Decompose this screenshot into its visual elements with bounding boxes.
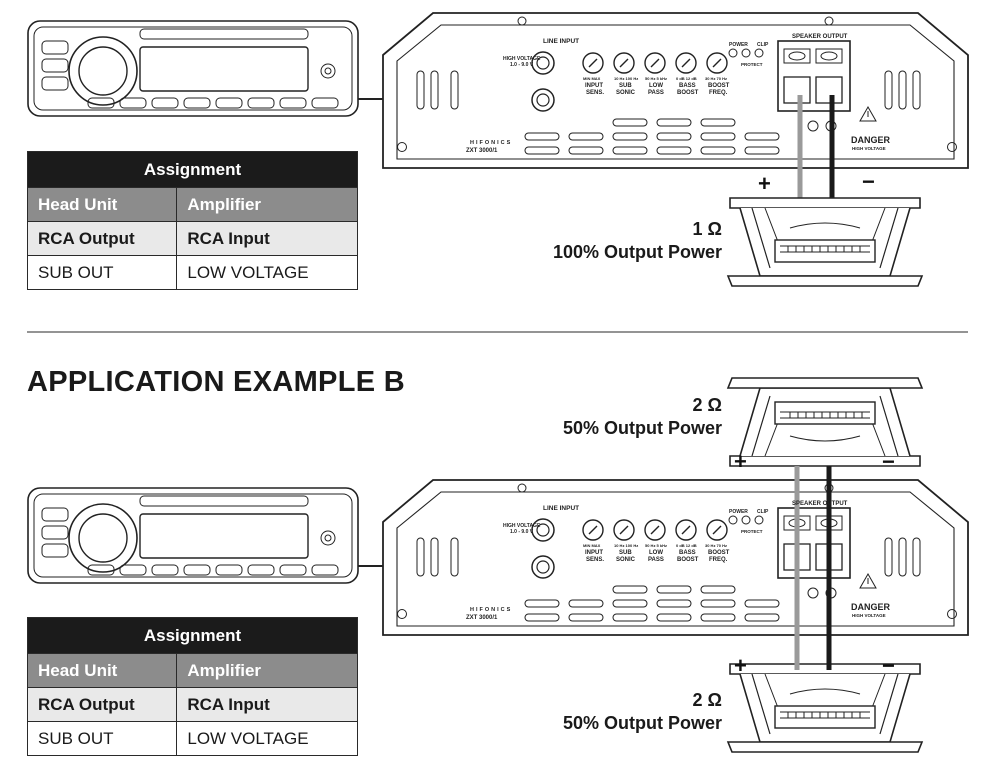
model-label: ZXT 3000/1 (466, 615, 498, 621)
line-input-label: LINE INPUT (543, 505, 579, 512)
minus-sign: − (862, 169, 875, 194)
danger-sub-label: HIGH VOLTAGE (852, 146, 886, 151)
table-cell: SUB OUT (26, 721, 178, 756)
high-voltage-label: HIGH VOLTAGE (503, 523, 541, 529)
model-label: ZXT 3000/1 (466, 148, 498, 154)
brand-label: HIFONICS (470, 140, 512, 146)
knob-label: BOOST (677, 90, 699, 96)
knob-label: INPUT (585, 83, 603, 89)
knob-label: SENS. (586, 90, 604, 96)
output-power-label: 50% Output Power (562, 713, 722, 733)
table-cell: RCA Input (176, 687, 358, 722)
knob-label: FREQ. (709, 90, 728, 96)
table-cell: RCA Input (176, 221, 358, 256)
column-header-amplifier: Amplifier (176, 187, 358, 222)
knob-label: PASS (648, 557, 664, 563)
knob-label: INPUT (585, 550, 603, 556)
knob-scale: 0 dB 12 dB (676, 543, 697, 548)
impedance-label: 2 Ω (692, 690, 722, 710)
table-cell: SUB OUT (26, 255, 178, 290)
table-title: Assignment (27, 151, 358, 188)
output-power-label: 100% Output Power (552, 242, 722, 262)
knob-label: BOOST (708, 550, 730, 556)
knob-scale: 30 Hz 70 Hz (705, 543, 727, 548)
impedance-label: 1 Ω (692, 219, 722, 239)
knob-label: BOOST (677, 557, 699, 563)
knob-label: SENS. (586, 557, 604, 563)
knob-scale: 10 Hz 100 Hz (614, 76, 638, 81)
protect-led-label: PROTECT (741, 529, 763, 534)
plus-sign: + (734, 653, 747, 678)
knob-label: LOW (649, 83, 663, 89)
clip-led-label: CLIP (757, 42, 769, 48)
assignment-table: Assignment Head Unit Amplifier RCA Outpu… (26, 151, 358, 290)
knob-scale: MIN MAX (583, 543, 601, 548)
knob-label: BASS (679, 83, 696, 89)
table-cell: LOW VOLTAGE (176, 721, 358, 756)
knob-label: SONIC (616, 557, 636, 563)
speaker-label-b-top: 2 Ω 50% Output Power (563, 394, 722, 440)
knob-label: BOOST (708, 83, 730, 89)
speaker-output-label: SPEAKER OUTPUT (792, 501, 848, 507)
danger-label: DANGER (851, 602, 891, 612)
line-input-label: LINE INPUT (543, 38, 579, 45)
knob-scale: 50 Hz 5 kHz (645, 543, 667, 548)
danger-label: DANGER (851, 135, 891, 145)
power-led-label: POWER (729, 509, 748, 515)
high-voltage-range: 1.0 - 9.0 V (510, 529, 534, 535)
clip-led-label: CLIP (757, 509, 769, 515)
knob-label: PASS (648, 90, 664, 96)
protect-led-label: PROTECT (741, 62, 763, 67)
assignment-table: Assignment Head Unit Amplifier RCA Outpu… (26, 617, 358, 756)
knob-label: SUB (619, 83, 632, 89)
high-voltage-label: HIGH VOLTAGE (503, 56, 541, 62)
knob-label: SONIC (616, 90, 636, 96)
plus-sign: + (758, 171, 771, 196)
column-header-head-unit: Head Unit (26, 653, 178, 688)
knob-scale: 0 dB 12 dB (676, 76, 697, 81)
power-led-label: POWER (729, 42, 748, 48)
knob-scale: MIN MAX (583, 76, 601, 81)
impedance-label: 2 Ω (692, 395, 722, 415)
knob-scale: 10 Hz 100 Hz (614, 543, 638, 548)
high-voltage-range: 1.0 - 9.0 V (510, 62, 534, 68)
brand-label: HIFONICS (470, 607, 512, 613)
knob-label: BASS (679, 550, 696, 556)
speaker-label-b-bottom: 2 Ω 50% Output Power (563, 689, 722, 735)
minus-sign: − (882, 449, 895, 474)
knob-label: FREQ. (709, 557, 728, 563)
table-cell: RCA Output (26, 221, 178, 256)
speaker-output-label: SPEAKER OUTPUT (792, 34, 848, 40)
knob-label: SUB (619, 550, 632, 556)
plus-sign: + (734, 449, 747, 474)
table-cell: RCA Output (26, 687, 178, 722)
table-cell: LOW VOLTAGE (176, 255, 358, 290)
knob-scale: 50 Hz 5 kHz (645, 76, 667, 81)
speaker-label-a: 1 Ω 100% Output Power (553, 218, 722, 264)
table-title: Assignment (27, 617, 358, 654)
output-power-label: 50% Output Power (562, 418, 722, 438)
column-header-amplifier: Amplifier (176, 653, 358, 688)
column-header-head-unit: Head Unit (26, 187, 178, 222)
knob-label: LOW (649, 550, 663, 556)
danger-sub-label: HIGH VOLTAGE (852, 613, 886, 618)
knob-scale: 30 Hz 70 Hz (705, 76, 727, 81)
section-heading: APPLICATION EXAMPLE B (27, 366, 405, 398)
minus-sign: − (882, 653, 895, 678)
